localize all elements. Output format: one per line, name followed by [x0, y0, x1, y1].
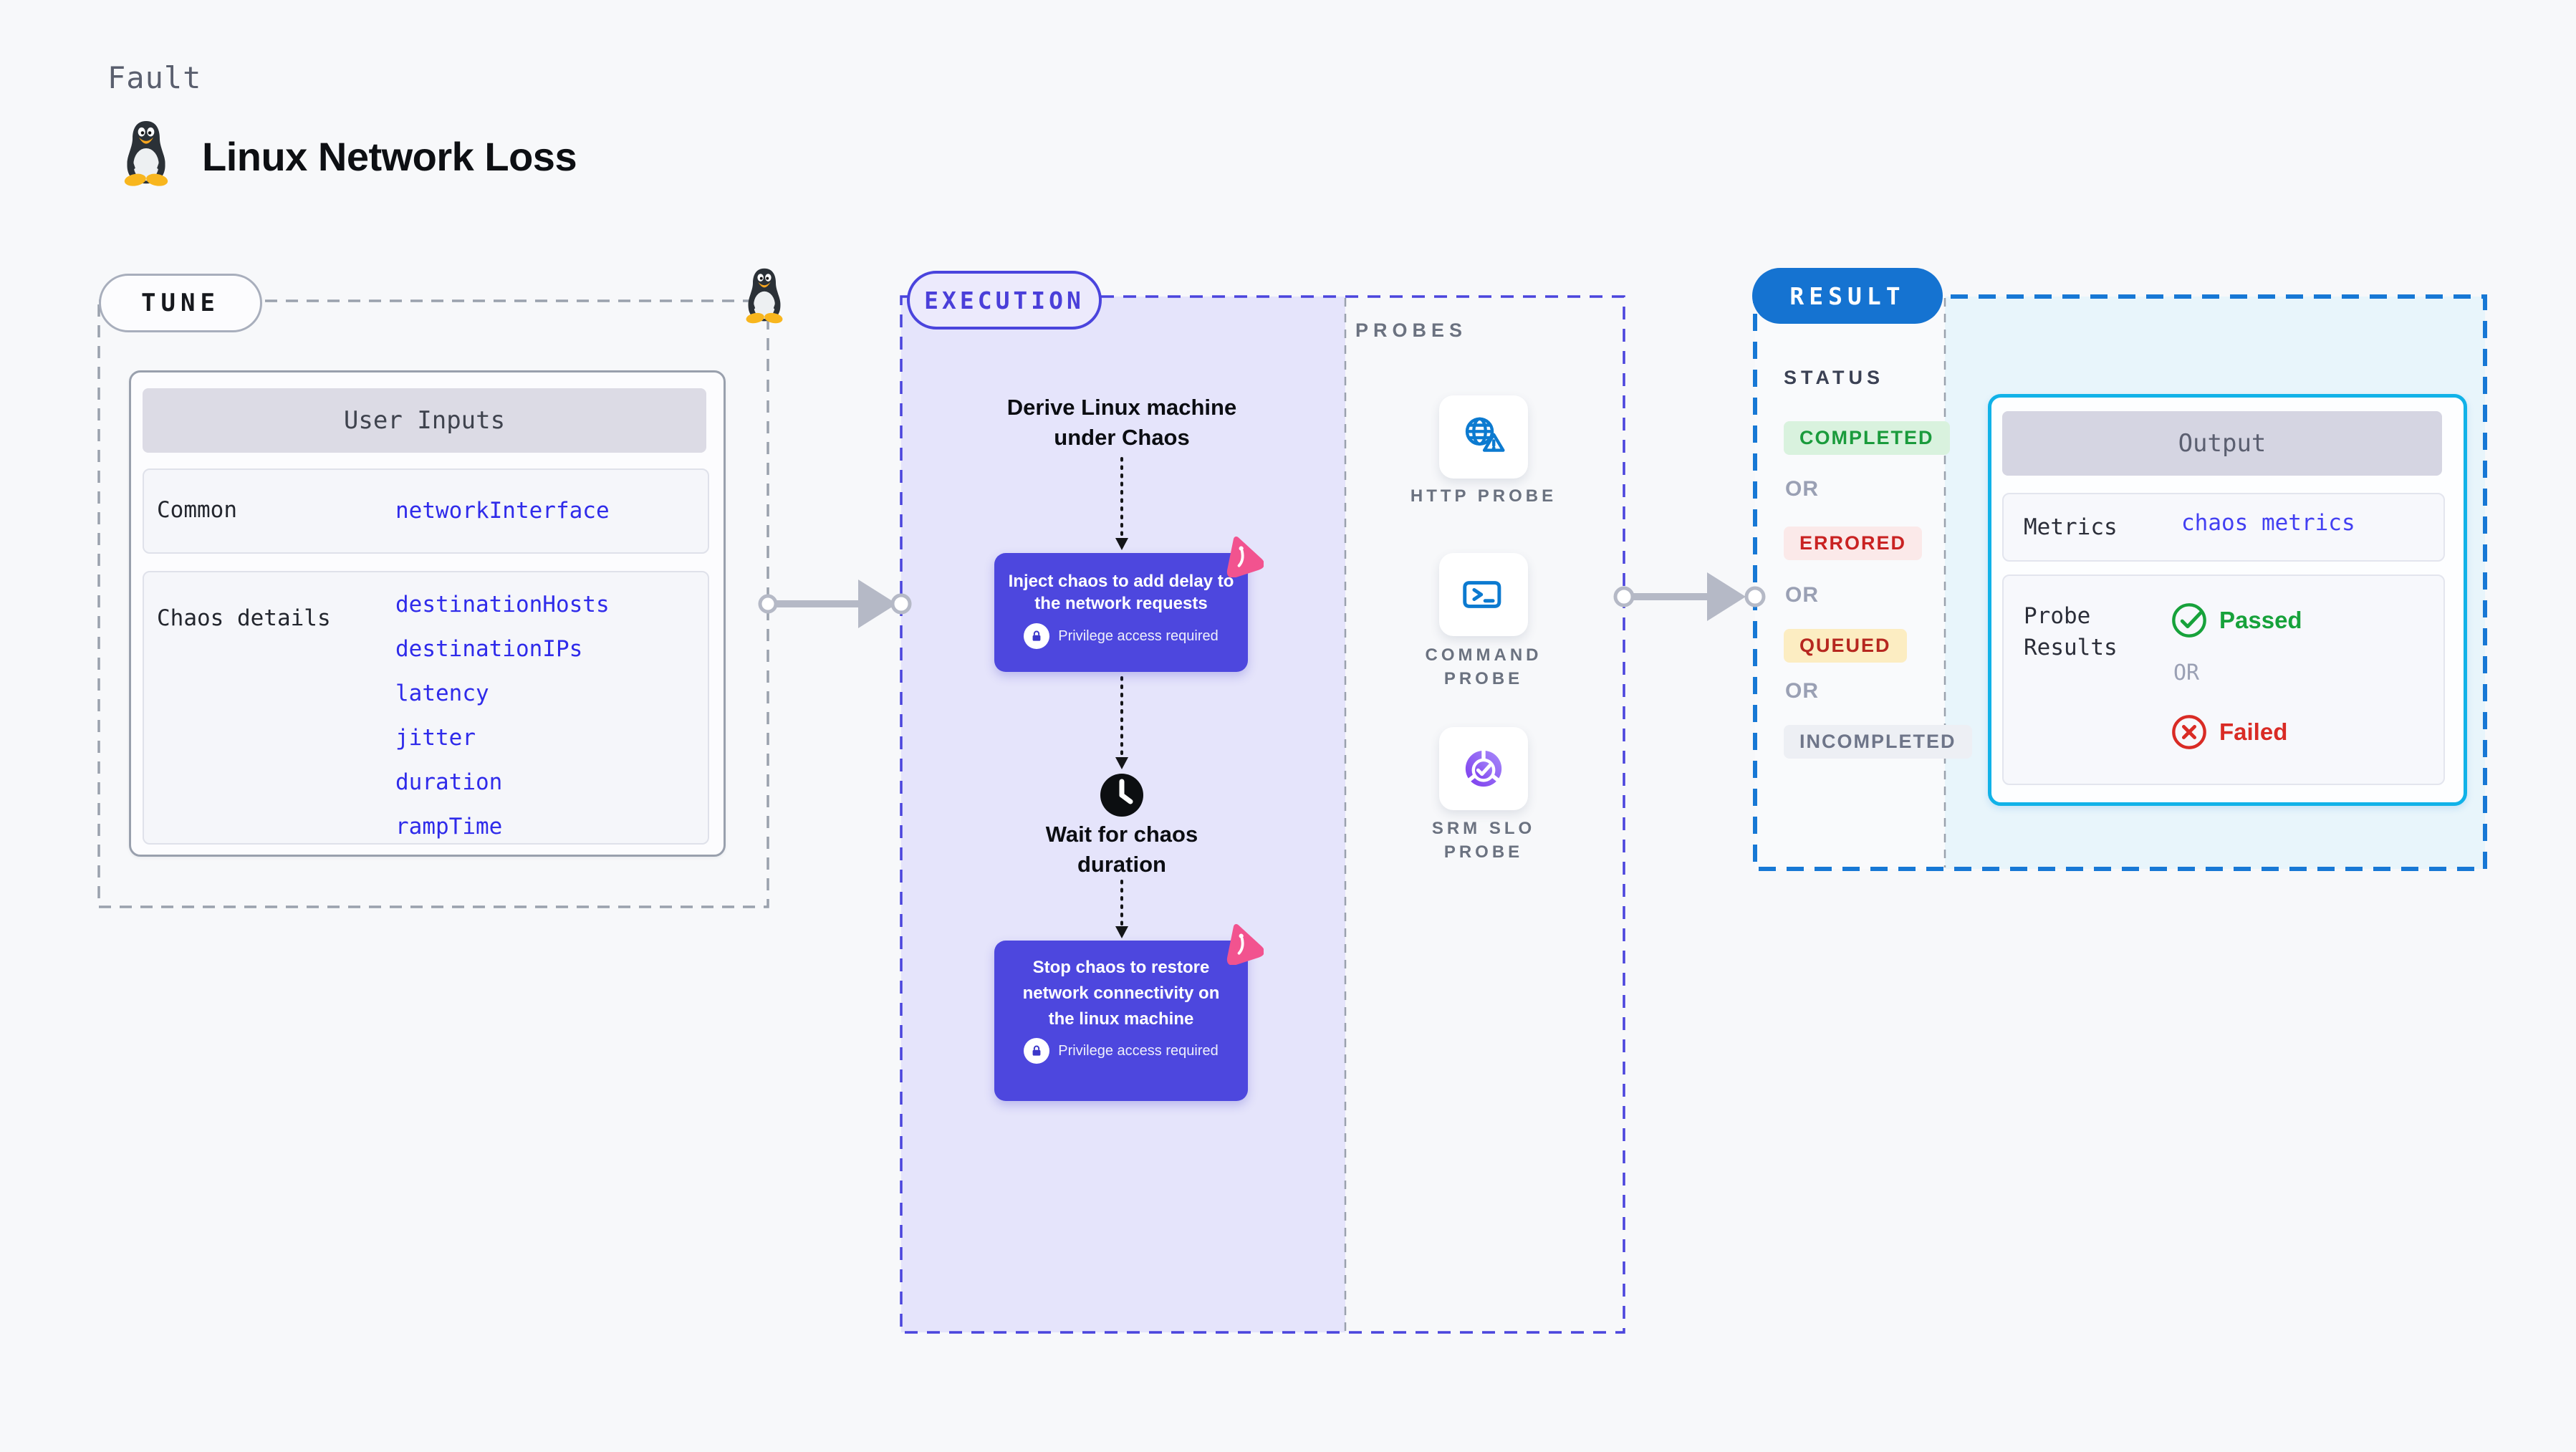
- passed-label: Passed: [2219, 607, 2302, 633]
- input-row-label: Common: [157, 497, 237, 523]
- output-row-metrics: Metrics: [2002, 493, 2445, 562]
- chaos-icon: [1219, 533, 1264, 577]
- metrics-label: Metrics: [2024, 514, 2118, 540]
- input-variable: duration: [395, 769, 503, 795]
- or-separator: OR: [1785, 477, 1819, 501]
- linux-tux-corner-icon: [741, 265, 787, 324]
- tune-section-pill: TUNE: [99, 274, 262, 332]
- execution-section-pill: EXECUTION: [907, 271, 1102, 330]
- tune-to-execution-arrow: [758, 580, 912, 628]
- page-title: Linux Network Loss: [202, 134, 577, 179]
- input-variable: rampTime: [395, 814, 503, 840]
- check-circle-icon: [2171, 602, 2208, 639]
- inject-chaos-text: Inject chaos to add delay to the network…: [1008, 572, 1234, 613]
- lock-icon: [1024, 1038, 1050, 1064]
- lock-icon: [1024, 623, 1050, 649]
- status-column-label: STATUS: [1784, 367, 1884, 388]
- failed-verdict: Failed: [2171, 713, 2287, 751]
- result-dashed-box: [1753, 294, 2487, 871]
- x-circle-icon: [2171, 713, 2208, 751]
- or-separator: OR: [1785, 583, 1819, 607]
- inject-chaos-node: Inject chaos to add delay to the network…: [994, 553, 1248, 672]
- execution-to-result-arrow: [1613, 572, 1766, 621]
- command-probe-label: COMMAND PROBE: [1425, 645, 1542, 688]
- input-row-chaos-details: Chaos details destinationHosts destinati…: [143, 571, 709, 845]
- output-card-title: Output: [2002, 411, 2442, 476]
- input-variable: destinationHosts: [395, 592, 610, 617]
- status-badge-errored: ERRORED: [1784, 527, 1923, 560]
- result-status-fill: [1755, 297, 1945, 869]
- http-probe-card: [1439, 395, 1528, 479]
- input-row-label: Chaos details: [157, 605, 331, 631]
- derive-step-title: Derive Linux machine under Chaos: [1006, 395, 1237, 450]
- or-separator: OR: [1785, 679, 1819, 703]
- srm-slo-probe-label: SRM SLO PROBE: [1431, 819, 1536, 862]
- execution-dashed-box: [900, 295, 1625, 1334]
- metrics-value: chaos metrics: [2181, 510, 2355, 536]
- stop-chaos-node: Stop chaos to restore network connectivi…: [994, 941, 1248, 1101]
- input-variable: jitter: [395, 725, 476, 751]
- flow-connector-arrowheads: [1115, 538, 1128, 938]
- output-row-probe-results: Probe Results: [2002, 574, 2445, 785]
- privilege-note: Privilege access required: [1058, 1042, 1219, 1059]
- privilege-note: Privilege access required: [1058, 628, 1219, 644]
- linux-tux-icon: [119, 117, 173, 186]
- tune-dashed-box: [97, 299, 769, 908]
- input-variable: destinationIPs: [395, 636, 583, 662]
- http-probe-label: HTTP PROBE: [1410, 486, 1557, 506]
- or-separator: OR: [2173, 660, 2200, 686]
- terminal-icon: [1458, 569, 1509, 620]
- status-badge-queued: QUEUED: [1784, 629, 1907, 663]
- user-inputs-title: User Inputs: [143, 388, 706, 453]
- page-kicker: Fault: [107, 60, 202, 95]
- probes-column-label: PROBES: [1355, 319, 1468, 341]
- input-variable: networkInterface: [395, 498, 610, 524]
- stop-chaos-text: Stop chaos to restore network connectivi…: [1022, 958, 1220, 1029]
- wait-clock-icon: [1099, 772, 1145, 818]
- status-badge-completed: COMPLETED: [1784, 421, 1950, 455]
- input-row-common: Common networkInterface: [143, 468, 709, 554]
- failed-label: Failed: [2219, 718, 2288, 745]
- command-probe-card: [1439, 553, 1528, 636]
- srm-slo-probe-card: [1439, 727, 1528, 810]
- wait-step-title: Wait for chaos duration: [1045, 822, 1198, 877]
- result-section-pill: RESULT: [1752, 268, 1943, 324]
- status-badge-incompleted: INCOMPLETED: [1784, 725, 1972, 759]
- passed-verdict: Passed: [2171, 602, 2302, 639]
- input-variable: latency: [395, 681, 489, 706]
- chaos-icon: [1219, 920, 1264, 965]
- probe-results-label: Probe Results: [2024, 603, 2118, 660]
- slo-donut-icon: [1458, 744, 1509, 794]
- globe-warning-icon: [1458, 412, 1509, 462]
